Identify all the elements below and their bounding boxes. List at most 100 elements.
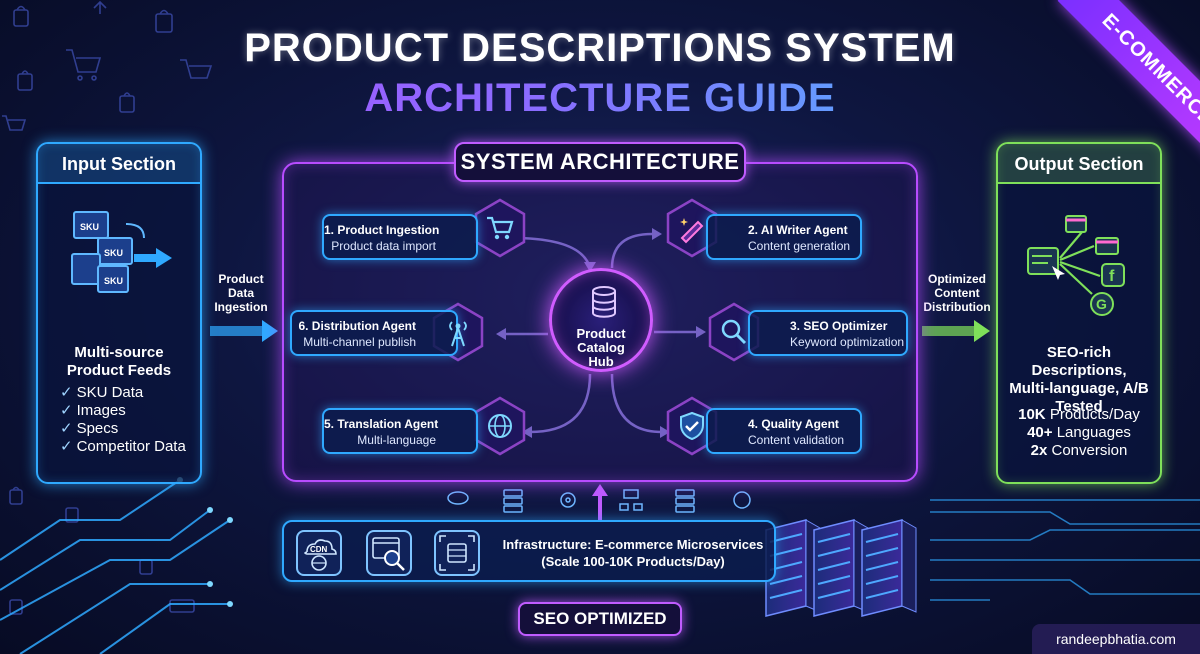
input-flow-line-2: Data <box>227 286 254 300</box>
agent-name: 2. AI Writer Agent <box>748 223 848 237</box>
stat-row: 10K Products/Day <box>998 406 1160 424</box>
output-desc-line-2: Multi-language, A/B <box>1009 380 1149 397</box>
magnifier-icon <box>721 319 747 345</box>
shield-check-icon <box>680 411 704 441</box>
feeds-title-line-1: Multi-source <box>74 344 164 361</box>
agent-seo-optimizer: 3. SEO Optimizer Keyword optimization <box>748 310 908 356</box>
check-icon: ✓ <box>60 402 73 419</box>
stat-row: 2x Conversion <box>998 442 1160 460</box>
output-flow-line-1: Optimized <box>927 272 986 286</box>
svg-text:SKU: SKU <box>80 222 99 232</box>
check-icon: ✓ <box>60 420 73 437</box>
agent-translation: 5. Translation Agent Multi-language <box>322 408 478 454</box>
server-racks <box>765 519 917 617</box>
agent-desc: Multi-channel publish <box>303 335 416 349</box>
hub-label-line-3: Hub <box>588 354 614 369</box>
stat-label: Products/Day <box>1049 406 1140 423</box>
expand-server-icon <box>439 535 475 571</box>
feed-item-label: Specs <box>76 420 119 437</box>
output-desc-line-1: SEO-rich Descriptions, <box>1031 344 1127 379</box>
cdn-label: CDN <box>310 545 328 554</box>
infra-icons-row <box>447 489 751 513</box>
input-section-panel: Input Section SKU SKU SKU Multi-source Pro… <box>36 142 202 484</box>
stat-value: 2x <box>1030 442 1048 459</box>
cdn-box: CDN <box>296 530 342 576</box>
list-item: ✓Images <box>60 402 186 420</box>
monitoring-box <box>366 530 412 576</box>
input-flow-line-1: Product <box>218 272 264 286</box>
output-section-panel: Output Section f G SEO-rich Descriptions… <box>996 142 1162 484</box>
agent-name: 3. SEO Optimizer <box>790 319 888 333</box>
circuit-nodes-left <box>177 477 233 607</box>
magic-pen-icon <box>680 218 704 244</box>
svg-text:G: G <box>1096 296 1107 312</box>
sku-boxes-icon: SKU SKU SKU <box>71 211 172 293</box>
hub-label-line-1: Product <box>576 326 626 341</box>
output-description: SEO-rich Descriptions, Multi-language, A… <box>998 344 1160 416</box>
agent-ai-writer: 2. AI Writer Agent Content generation <box>706 214 862 260</box>
settings-search-icon <box>372 537 405 571</box>
agent-desc: Content validation <box>748 433 845 447</box>
svg-text:SKU: SKU <box>104 276 123 286</box>
seo-optimized-badge: SEO OPTIMIZED <box>518 602 682 636</box>
infrastructure-line-1: Infrastructure: E-commerce Microservices <box>502 537 764 552</box>
output-flow-arrow <box>922 320 990 342</box>
hub-connector-arrowheads <box>496 228 706 438</box>
stat-value: 10K <box>1018 406 1046 423</box>
stat-value: 40+ <box>1027 424 1053 441</box>
feeds-title: Multi-source Product Feeds <box>38 344 200 380</box>
agent-product-ingestion: 1. Product Ingestion Product data import <box>322 214 478 260</box>
feed-item-label: Images <box>76 402 126 419</box>
input-flow-line-3: Ingestion <box>214 300 268 314</box>
title-line-2: ARCHITECTURE GUIDE <box>0 76 1200 121</box>
title-line-1: PRODUCT DESCRIPTIONS SYSTEM <box>244 26 956 70</box>
list-item: ✓Specs <box>60 420 186 438</box>
agent-name: 4. Quality Agent <box>748 417 839 431</box>
output-section-heading: Output Section <box>998 144 1160 184</box>
list-item: ✓SKU Data <box>60 384 186 402</box>
check-icon: ✓ <box>60 384 73 401</box>
database-icon <box>592 286 616 318</box>
list-item: ✓Competitor Data <box>60 438 186 456</box>
agent-desc: Keyword optimization <box>790 335 905 349</box>
infrastructure-line-2: (Scale 100-10K Products/Day) <box>541 554 725 569</box>
input-section-heading: Input Section <box>38 144 200 184</box>
scaling-box <box>434 530 480 576</box>
output-stats: 10K Products/Day 40+ Languages 2x Conver… <box>998 406 1160 460</box>
agent-name: 6. Distribution Agent <box>298 319 416 333</box>
stat-row: 40+ Languages <box>998 424 1160 442</box>
svg-text:SKU: SKU <box>104 248 123 258</box>
input-flow-arrow <box>210 320 278 342</box>
output-flow-label: Optimized Content Distribution <box>920 272 994 314</box>
circuit-lines-right <box>930 499 1200 601</box>
infrastructure-panel: CDN Infrastructure: E-commerce Microserv… <box>282 520 776 582</box>
agent-name: 1. Product Ingestion <box>324 223 440 237</box>
agent-distribution: 6. Distribution Agent Multi-channel publ… <box>290 310 458 356</box>
broadcast-tower-icon <box>449 321 467 347</box>
infrastructure-text: Infrastructure: E-commerce Microservices… <box>492 536 774 570</box>
output-flow-line-3: Distribution <box>923 300 991 314</box>
cdn-cloud-icon: CDN <box>304 539 337 571</box>
infra-connector <box>592 484 608 520</box>
system-architecture-label: SYSTEM ARCHITECTURE <box>454 142 746 182</box>
circuit-lines-left <box>0 479 231 654</box>
svg-text:f: f <box>1109 268 1115 285</box>
hub-label-line-2: Catalog <box>577 340 625 355</box>
feed-item-label: Competitor Data <box>76 438 186 455</box>
product-catalog-hub: Product Catalog Hub <box>549 268 653 372</box>
agent-quality: 4. Quality Agent Content validation <box>706 408 862 454</box>
site-credit: randeepbhatia.com <box>1032 624 1200 654</box>
hub-label: Product Catalog Hub <box>552 327 650 369</box>
output-desc-line-3: Tested <box>1055 398 1103 415</box>
stat-label: Languages <box>1056 424 1131 441</box>
input-flow-label: Product Data Ingestion <box>208 272 274 314</box>
agent-desc: Multi-language <box>357 433 436 447</box>
feed-item-label: SKU Data <box>76 384 144 401</box>
stat-label: Conversion <box>1051 442 1128 459</box>
check-icon: ✓ <box>60 438 73 455</box>
agent-desc: Product data import <box>331 239 436 253</box>
output-flow-line-2: Content <box>934 286 980 300</box>
feed-list: ✓SKU Data ✓Images ✓Specs ✓Competitor Dat… <box>60 384 186 456</box>
agent-desc: Content generation <box>748 239 851 253</box>
multichannel-distribution-icon: f G <box>1027 215 1125 316</box>
